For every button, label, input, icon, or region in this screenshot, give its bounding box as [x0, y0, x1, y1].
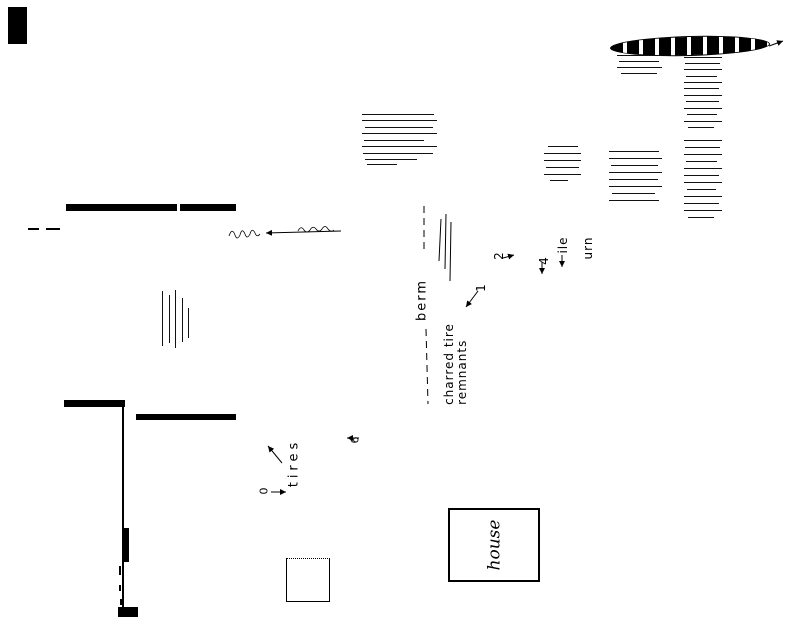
cursive-scribble-2 — [297, 226, 335, 233]
handwriting-block-4 — [544, 146, 582, 182]
handwriting-block-1 — [617, 55, 662, 79]
charred-tire-line2: remnants — [455, 339, 469, 405]
handwriting-block-6 — [684, 140, 722, 222]
marker-4: 4 — [537, 257, 551, 265]
berm-dashed-line-lower — [425, 328, 429, 405]
scan-artifact-top-left — [8, 7, 27, 44]
marker-0: 0 — [257, 487, 271, 495]
marker-2-arrow-icon — [502, 253, 515, 260]
ground-stroke-1 — [438, 218, 442, 262]
marker-1: 1 — [474, 284, 488, 292]
handwriting-block-5 — [609, 151, 662, 206]
small-square-outline — [286, 558, 330, 602]
handwriting-block-2 — [684, 57, 722, 129]
boundary-blob — [124, 528, 129, 562]
tires-arrow-icon — [267, 445, 283, 464]
solid-bar-mid-right — [136, 414, 236, 420]
solid-bar-mid-left — [64, 400, 125, 407]
scan-artifact-bottom-left — [118, 607, 138, 617]
marker-6: 6 — [348, 436, 362, 444]
boundary-tick-1 — [119, 566, 121, 575]
ile-label: ile — [556, 236, 570, 254]
house-rectangle: house — [448, 508, 540, 582]
solid-bar-top-right — [180, 204, 236, 211]
berm-label: berm — [414, 278, 430, 322]
marker-2: 2 — [492, 252, 506, 260]
ground-stroke-3 — [449, 221, 452, 282]
boundary-line-vertical — [122, 404, 124, 613]
tires-label: tires — [286, 438, 302, 488]
marker-1-arrow-icon — [465, 290, 479, 308]
cursive-scribble-1 — [228, 229, 261, 239]
long-left-arrow-icon — [265, 229, 342, 236]
ground-stroke-2 — [444, 213, 447, 270]
boundary-tick-3 — [120, 599, 122, 605]
urn-label: urn — [581, 236, 595, 260]
handwriting-block-3 — [362, 114, 437, 166]
boundary-tick-2 — [119, 585, 121, 591]
solid-bar-top-left — [66, 204, 177, 211]
scale-bar-arrow-icon — [768, 40, 784, 47]
